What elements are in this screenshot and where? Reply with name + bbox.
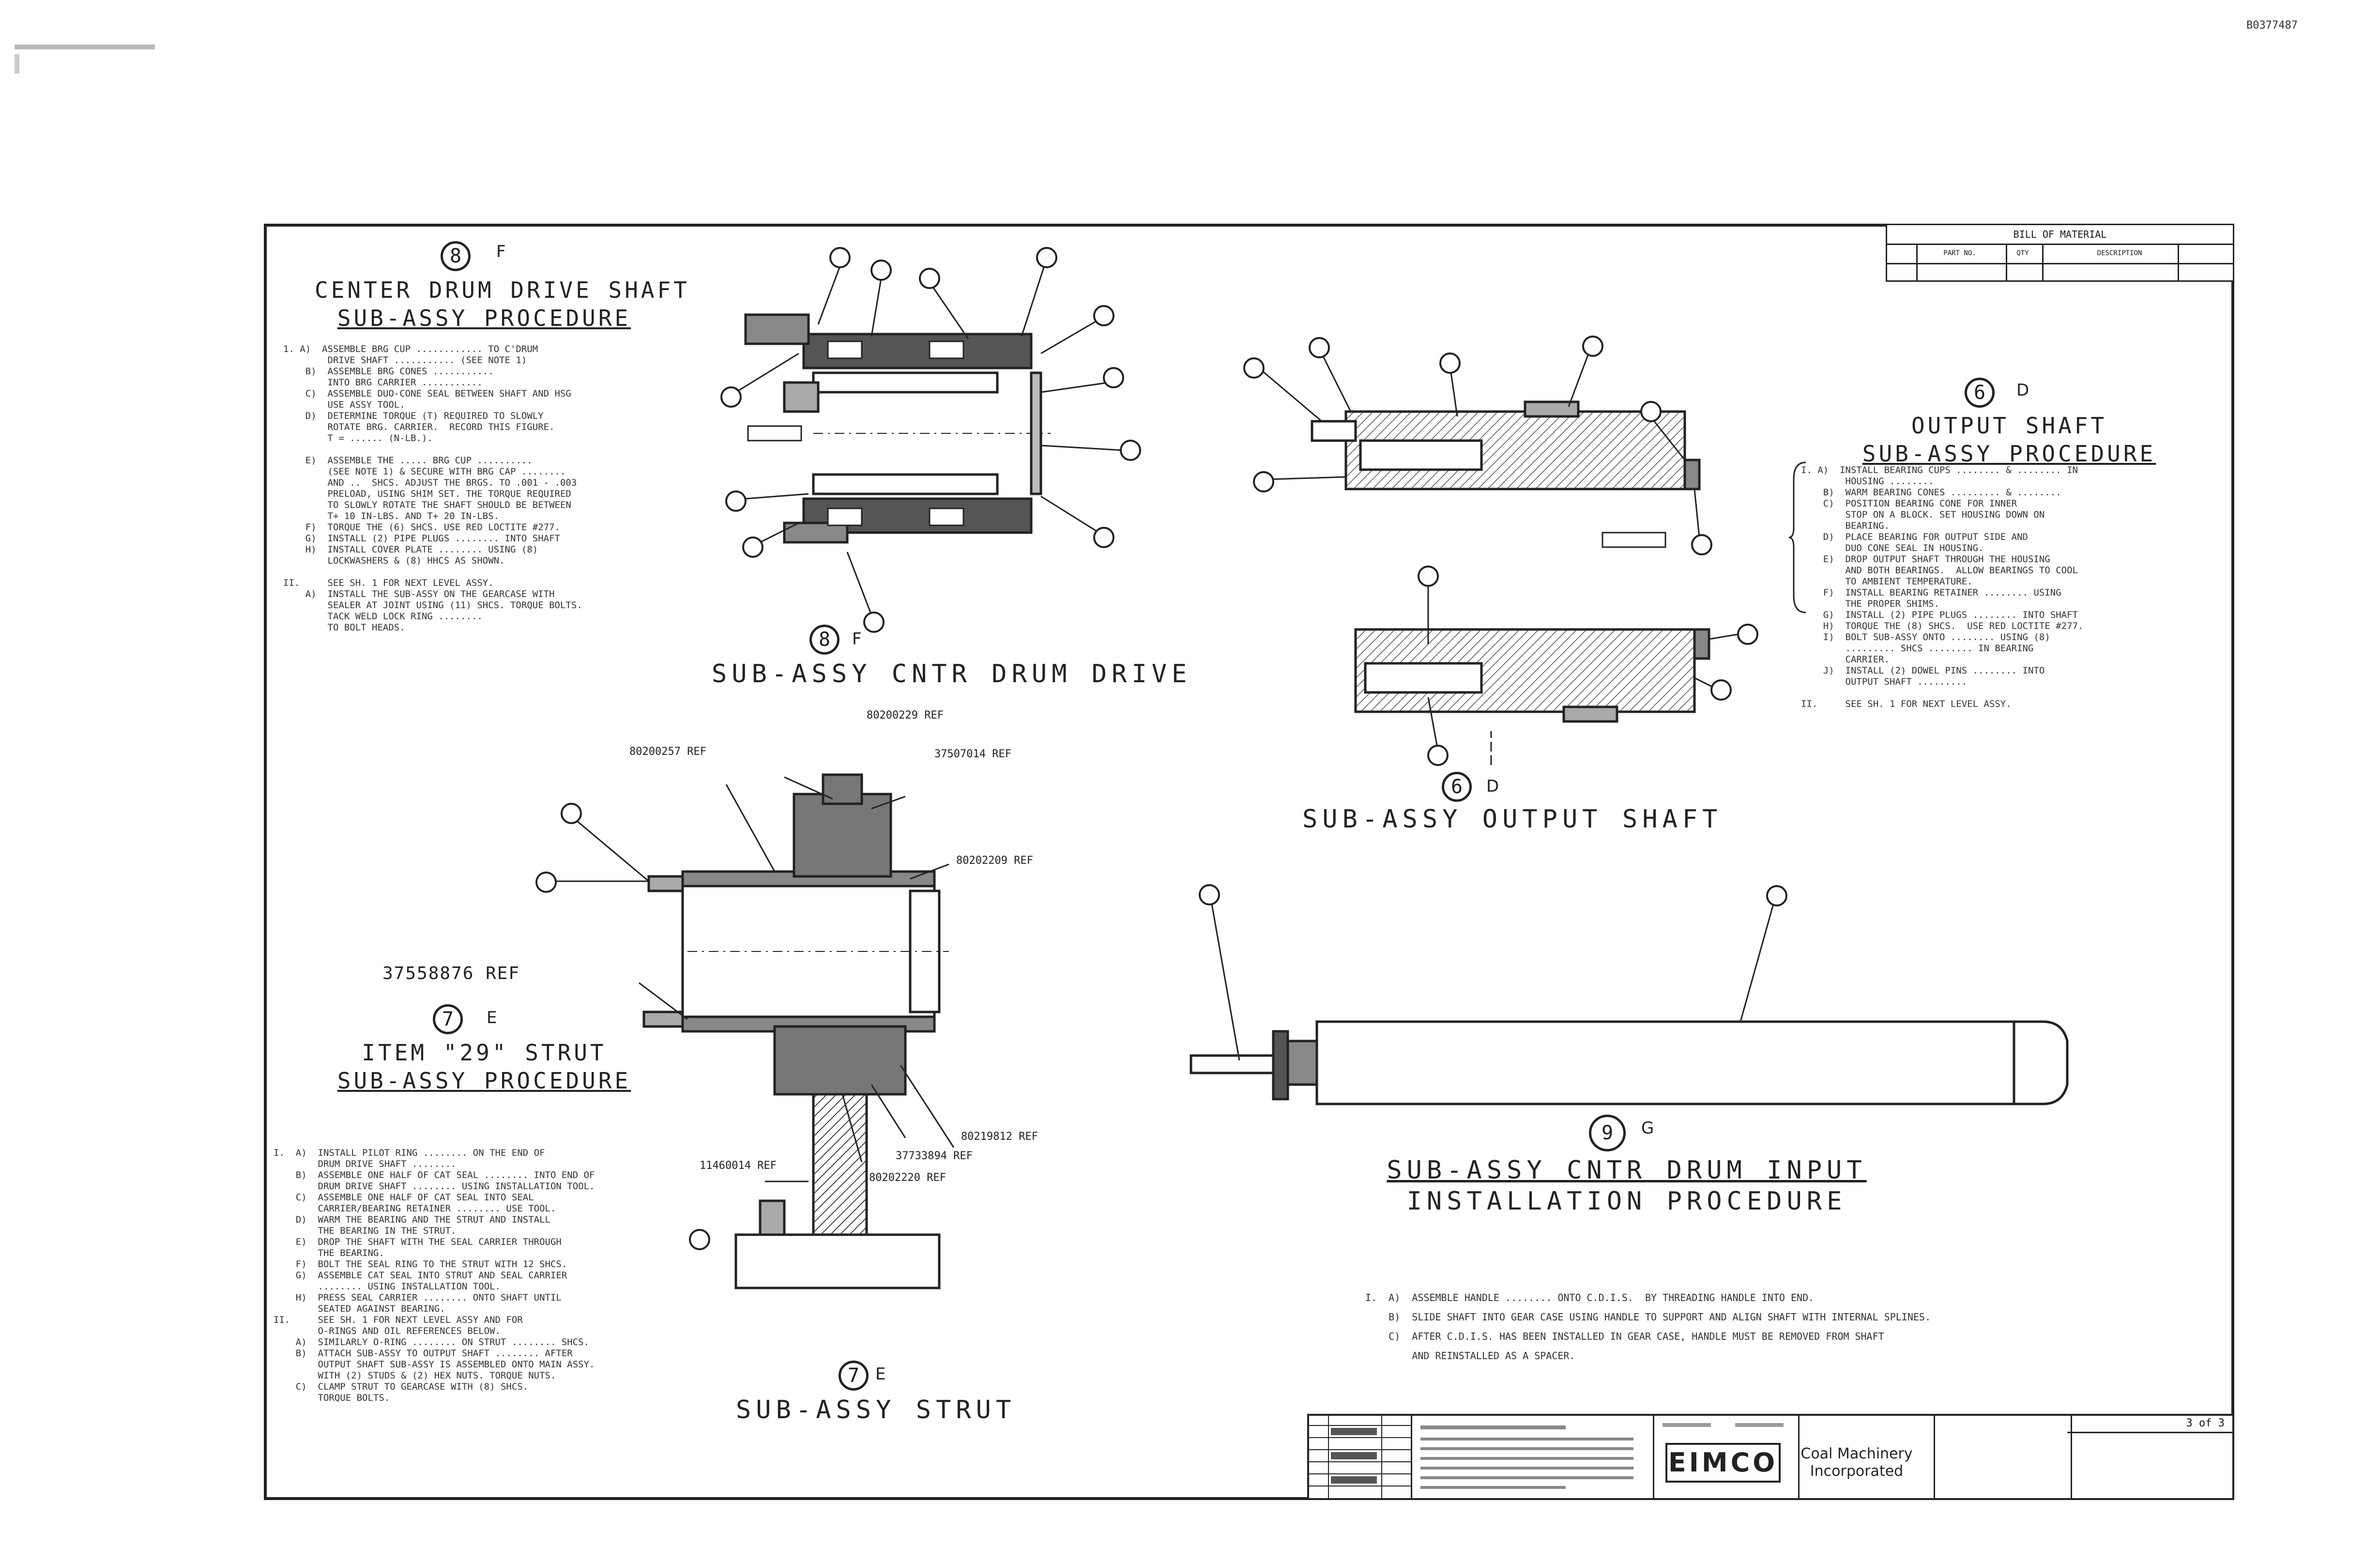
zone-e-view-label: E — [875, 1364, 886, 1384]
drum-input-title-line1: SUB-ASSY CNTR DRUM INPUT — [1387, 1156, 1867, 1185]
bom-col-line-1 — [1916, 245, 1918, 281]
callout-6-circle: 6 — [1965, 378, 1995, 408]
bom-col-line-2 — [2006, 245, 2007, 281]
ref-label-7: 11460014 REF — [700, 1160, 777, 1172]
drawing-sheet-border — [264, 224, 2234, 1500]
title-block — [1307, 1414, 2234, 1500]
bill-of-material-table: BILL OF MATERIAL PART NO. QTY DESCRIPTIO… — [1886, 224, 2234, 282]
output-shaft-brace — [1789, 461, 1806, 613]
scan-smudge — [15, 45, 155, 49]
drawing-info-block — [1934, 1416, 2072, 1498]
sheet-number: 3 of 3 — [2067, 1414, 2234, 1433]
sheet-code: B0377487 — [2246, 19, 2298, 31]
center-drum-title-line2: SUB-ASSY PROCEDURE — [337, 305, 631, 331]
bom-col-line-4 — [2178, 245, 2179, 281]
strut-title: ITEM "29" STRUT SUB-ASSY PROCEDURE — [310, 1039, 658, 1095]
callout-9-circle: 9 — [1589, 1115, 1626, 1151]
bom-col-part-no: PART NO. — [1943, 249, 1976, 257]
ref-label-8: 37733894 REF — [896, 1150, 973, 1162]
strut-title-line2: SUB-ASSY PROCEDURE — [337, 1068, 631, 1094]
zone-g-label: G — [1641, 1118, 1654, 1138]
output-shaft-title-line1: OUTPUT SHAFT — [1911, 413, 2107, 439]
center-drum-drive-drawing — [720, 247, 1141, 633]
output-shaft-title: OUTPUT SHAFT SUB-ASSY PROCEDURE — [1840, 412, 2179, 468]
zone-d-view-label: D — [1486, 777, 1499, 796]
ref-label-2: 80200229 REF — [867, 709, 944, 721]
bom-col-description: DESCRIPTION — [2097, 249, 2142, 257]
ref-label-6: 80219812 REF — [961, 1131, 1038, 1143]
callout-6-view-circle: 6 — [1442, 772, 1472, 802]
revision-table — [1309, 1416, 1412, 1500]
drum-input-title: SUB-ASSY CNTR DRUM INPUT INSTALLATION PR… — [1385, 1155, 1869, 1217]
drum-input-title-line2: INSTALLATION PROCEDURE — [1406, 1187, 1847, 1216]
output-shaft-title-line2: SUB-ASSY PROCEDURE — [1862, 441, 2156, 467]
bom-row-line — [1887, 263, 2233, 264]
callout-7-circle: 7 — [433, 1004, 463, 1034]
output-shaft-procedure-text: I. A) INSTALL BEARING CUPS ........ & ..… — [1801, 465, 2084, 709]
ref-label-9: 80202220 REF — [869, 1172, 946, 1184]
center-drum-procedure-text: 1. A) ASSEMBLE BRG CUP ............ TO C… — [283, 344, 582, 633]
center-drum-view-title: SUB-ASSY CNTR DRUM DRIVE — [712, 659, 1192, 689]
strut-procedure-text: I. A) INSTALL PILOT RING ........ ON THE… — [274, 1148, 595, 1403]
notes-block — [1411, 1416, 1654, 1498]
bom-header: BILL OF MATERIAL — [1887, 225, 2233, 245]
output-shaft-view-title: SUB-ASSY OUTPUT SHAFT — [1302, 805, 1723, 834]
scan-smudge-2 — [15, 54, 19, 74]
bom-col-line-3 — [2042, 245, 2044, 281]
strut-title-line1: ITEM "29" STRUT — [362, 1040, 607, 1066]
ref-label-5: 37558876 REF — [382, 964, 520, 983]
callout-8-view-circle: 8 — [809, 625, 839, 655]
eimco-logo: EIMCO — [1665, 1443, 1781, 1483]
approvals-block — [1653, 1416, 1800, 1498]
zone-f-label: F — [496, 242, 506, 261]
center-drum-title-line1: CENTER DRUM DRIVE SHAFT — [315, 277, 690, 303]
drum-input-procedure-text: I. A) ASSEMBLE HANDLE ........ ONTO C.D.… — [1365, 1292, 1931, 1362]
ref-label-1: 80200257 REF — [629, 746, 706, 758]
callout-7-view-circle: 7 — [839, 1361, 869, 1391]
center-drum-title: CENTER DRUM DRIVE SHAFT SUB-ASSY PROCEDU… — [315, 276, 690, 332]
strut-view-title: SUB-ASSY STRUT — [736, 1395, 1016, 1424]
company-name: Coal Machinery Incorporated — [1800, 1445, 1913, 1480]
bom-col-qty: QTY — [2016, 249, 2029, 257]
callout-8-circle: 8 — [441, 241, 471, 271]
zone-e-label: E — [487, 1008, 497, 1027]
drum-input-drawing — [1190, 884, 2069, 1105]
output-shaft-drawing — [1243, 336, 1758, 766]
zone-d-label: D — [2016, 381, 2029, 400]
ref-label-3: 37507014 REF — [934, 748, 1011, 760]
ref-label-4: 80202209 REF — [956, 855, 1033, 867]
strut-drawing — [535, 773, 955, 1289]
zone-f-view-label: F — [852, 629, 862, 649]
